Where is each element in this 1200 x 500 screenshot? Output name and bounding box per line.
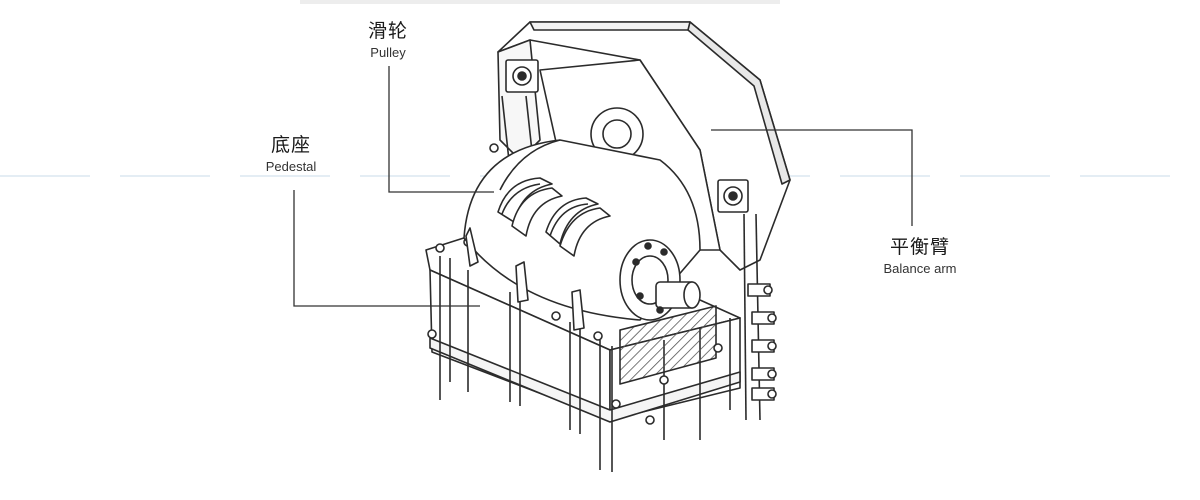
top-shade <box>300 0 780 4</box>
balance-arm-label-zh: 平衡臂 <box>889 236 950 258</box>
pulley <box>463 139 701 331</box>
pedestal-label-zh: 底座 <box>270 134 311 156</box>
pedestal-label-en: Pedestal <box>265 159 317 174</box>
machine-drawing <box>425 21 791 472</box>
pulley-leader <box>388 66 494 193</box>
pedestal-label: 底座 Pedestal <box>246 130 336 174</box>
balance-arm-leader <box>711 129 913 226</box>
pulley-label-en: Pulley <box>370 45 406 60</box>
balance-arm-label-en: Balance arm <box>883 261 957 276</box>
pulley-label-zh: 滑轮 <box>367 20 408 42</box>
side-clamps <box>747 283 777 401</box>
pedestal-leader <box>293 190 480 307</box>
balance-arm-label: 平衡臂 Balance arm <box>850 232 990 276</box>
leader-lines <box>293 66 913 307</box>
pulley-label: 滑轮 Pulley <box>350 16 426 60</box>
